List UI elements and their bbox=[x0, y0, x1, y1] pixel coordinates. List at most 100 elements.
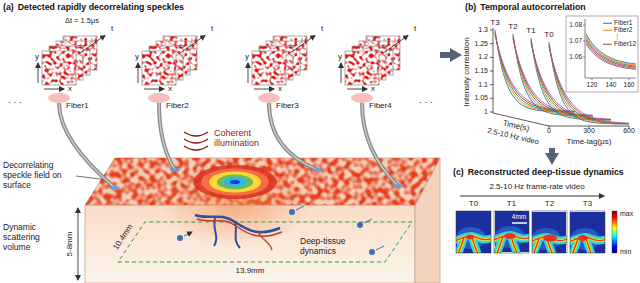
label-anchor: 0 bbox=[547, 127, 551, 135]
decor-path bbox=[585, 19, 636, 78]
label-text: Intensity correlation bbox=[462, 37, 471, 106]
label-anchor: 300 bbox=[583, 127, 595, 135]
label-text: t bbox=[321, 24, 323, 33]
inset-curve bbox=[586, 44, 636, 69]
decor-g bbox=[532, 212, 567, 253]
decor-circle bbox=[177, 235, 183, 241]
label-text: ⋮ bbox=[614, 33, 621, 40]
dimension-outline bbox=[118, 222, 412, 262]
decor-path bbox=[59, 103, 115, 188]
label-text: Fiber3 bbox=[276, 101, 299, 110]
label-text: 2.5-10 Hz frame-rate video bbox=[489, 182, 584, 191]
label-text: Time-lag(μs) bbox=[567, 137, 612, 146]
label-text: max bbox=[620, 210, 633, 217]
label-anchor: 1 bbox=[484, 108, 488, 116]
label-anchor: x bbox=[68, 84, 72, 93]
correlation-curve bbox=[495, 34, 575, 112]
label-text: 1.05 bbox=[474, 94, 488, 101]
label-anchor: T0 bbox=[544, 30, 553, 39]
decor-g bbox=[529, 211, 568, 256]
label-anchor: 600 bbox=[623, 127, 635, 135]
light-path-glow bbox=[160, 163, 310, 247]
legend-text: Fiber2 bbox=[614, 27, 632, 34]
label-text: t bbox=[111, 24, 113, 33]
decor-ellipse bbox=[201, 169, 269, 196]
label-text: Δt = 1.5μs bbox=[65, 16, 99, 25]
label-text: Fiber4 bbox=[369, 101, 392, 110]
label-anchor: ⋮ bbox=[614, 33, 621, 40]
heat-blob bbox=[193, 165, 277, 199]
decor-ellipse bbox=[209, 172, 261, 193]
decor-ellipse bbox=[543, 235, 557, 242]
label-anchor: T0 bbox=[469, 199, 478, 208]
decor-rect bbox=[456, 211, 491, 253]
decor-use bbox=[456, 211, 491, 253]
moving-particles bbox=[177, 206, 384, 255]
label-anchor: Deep-tissue dynamics bbox=[300, 237, 352, 257]
tissue-block bbox=[76, 158, 440, 283]
label-anchor: 140 bbox=[606, 81, 617, 88]
decor-ellipse bbox=[110, 186, 120, 190]
label-anchor: 1.2 bbox=[478, 53, 488, 61]
inset-curves bbox=[586, 34, 636, 69]
flow-arrow bbox=[440, 52, 452, 58]
label-anchor: Δt = 1.5μs bbox=[65, 17, 99, 26]
label-anchor: Dynamic scattering volume bbox=[3, 223, 59, 252]
label-anchor: x bbox=[371, 84, 375, 93]
label-text: T1 bbox=[507, 199, 516, 208]
panel-header: (b)Temporal autocorrelation bbox=[462, 0, 638, 13]
label-anchor: 1.05 bbox=[474, 94, 488, 102]
label-anchor: 13.9mm bbox=[236, 266, 265, 275]
decor-path bbox=[159, 103, 175, 170]
label-anchor: 1.1 bbox=[478, 81, 488, 89]
label-text: 600 bbox=[623, 127, 635, 134]
label-anchor: T1 bbox=[507, 199, 516, 208]
label-text: 1.07 bbox=[569, 37, 582, 44]
label-anchor: 1.25 bbox=[474, 40, 488, 48]
fiber-contacts bbox=[110, 168, 403, 190]
label-text: x bbox=[68, 84, 72, 93]
label-text: t bbox=[211, 24, 213, 33]
decor-use bbox=[38, 36, 105, 104]
illumination-waves bbox=[184, 132, 208, 150]
panel-header: (c)Reconstructed deep-tissue dynamics bbox=[450, 165, 640, 178]
legend-swatch bbox=[603, 44, 612, 45]
decor-circle bbox=[369, 249, 375, 255]
label-text: 1.08 bbox=[569, 21, 582, 28]
decor-rect bbox=[532, 211, 567, 253]
label-anchor: · · · bbox=[8, 97, 22, 107]
label-anchor: 10.4mm bbox=[111, 222, 135, 251]
decor-path bbox=[362, 103, 398, 186]
label-text: Deep-tissue dynamics bbox=[300, 236, 345, 256]
colorbar bbox=[612, 211, 617, 253]
label-anchor: Fiber1 bbox=[66, 101, 89, 110]
label-text: T3 bbox=[583, 199, 592, 208]
decor-ellipse bbox=[170, 168, 180, 172]
label-text: Dynamic scattering volume bbox=[3, 222, 40, 252]
label-text: 140 bbox=[606, 81, 617, 88]
label-anchor: x bbox=[278, 84, 282, 93]
decor-use bbox=[138, 36, 205, 104]
label-anchor: T1 bbox=[526, 26, 535, 35]
decor-path bbox=[184, 139, 208, 143]
label-anchor: max bbox=[620, 210, 633, 218]
correlation-curve bbox=[495, 32, 575, 111]
label-anchor: 120 bbox=[587, 81, 598, 88]
label-text: 160 bbox=[624, 81, 635, 88]
label-text: 13.9mm bbox=[236, 266, 265, 275]
decor-path bbox=[269, 103, 318, 170]
label-text: 1.2 bbox=[478, 53, 488, 60]
label-anchor: Decorrelating speckle field on surface bbox=[3, 161, 73, 190]
label-anchor: Fiber4 bbox=[369, 101, 392, 110]
label-text: 1.15 bbox=[474, 67, 488, 74]
label-anchor: 1.08 bbox=[569, 21, 582, 28]
label-anchor: 2.5-10 Hz frame-rate video bbox=[489, 182, 584, 191]
label-text: y bbox=[338, 52, 342, 61]
reconstructed-frames bbox=[454, 210, 617, 256]
label-anchor: 1.07 bbox=[569, 37, 582, 44]
label-anchor: 5-8mm bbox=[65, 232, 74, 257]
legend-swatch bbox=[603, 30, 612, 31]
label-text: 1.1 bbox=[478, 81, 488, 88]
decor-ellipse bbox=[578, 235, 588, 241]
